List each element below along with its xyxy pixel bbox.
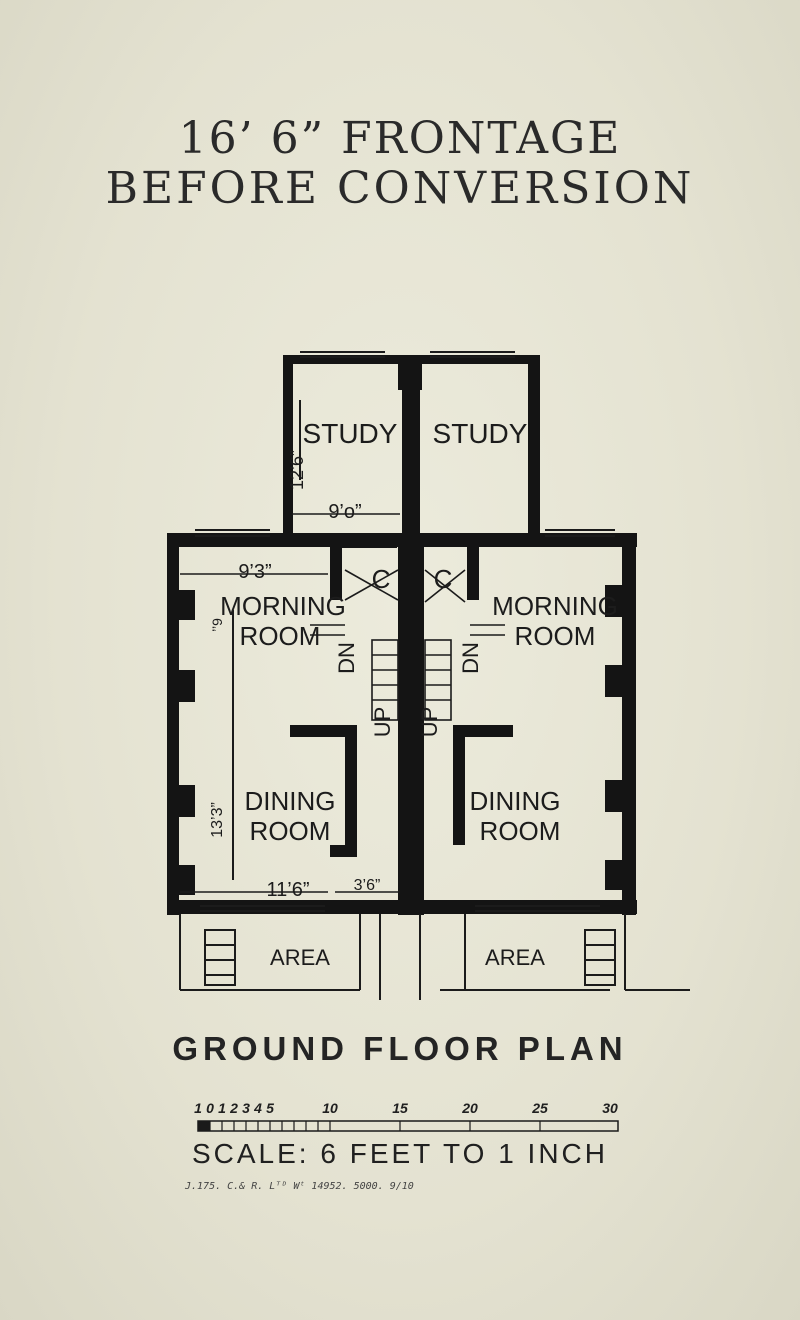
area-left: AREA xyxy=(270,945,330,970)
dim-dining-depth: 13’3” xyxy=(209,802,226,838)
scale-tick-label: 25 xyxy=(531,1100,548,1116)
area-right: AREA xyxy=(485,945,545,970)
front-area xyxy=(179,914,690,1000)
dim-study-width: 9’o” xyxy=(328,501,361,523)
room-morning-right-2: ROOM xyxy=(515,621,596,651)
scale-tick-label: 4 xyxy=(253,1100,262,1116)
scale-tick-label: 3 xyxy=(242,1100,250,1116)
room-morning-left-2: ROOM xyxy=(240,621,321,651)
scale-tick-label: 0 xyxy=(206,1100,214,1116)
scale-tick-label: 5 xyxy=(266,1100,274,1116)
heading-before-conversion: BEFORE CONVERSION xyxy=(105,163,695,214)
scale-tick-label: 2 xyxy=(229,1100,238,1116)
cupboard-right: C xyxy=(434,564,453,594)
wall-structure xyxy=(167,355,637,915)
room-morning-left-1: MORNING xyxy=(220,591,346,621)
stair-dn-right: DN xyxy=(458,642,483,674)
printer-imprint: J.175. C.& R. Lᵀᴰ Wᵗ 14952. 5000. 9/10 xyxy=(185,1181,414,1192)
scale-tick-label: 10 xyxy=(322,1100,338,1116)
heading-frontage: 16’ 6” FRONTAGE xyxy=(178,113,622,164)
stair-up-left: UP xyxy=(417,707,442,738)
dim-study-depth: 12’6” xyxy=(287,450,307,490)
window-openings xyxy=(195,351,615,912)
room-study-right: STUDY xyxy=(433,418,528,449)
scale-tick-label: 30 xyxy=(602,1100,618,1116)
room-dining-left-1: DINING xyxy=(245,786,336,816)
staircase xyxy=(310,569,505,721)
stair-dn-left: DN xyxy=(334,642,359,674)
dim-morning-width: 9’3” xyxy=(238,561,271,583)
scale-tick-label: 15 xyxy=(392,1100,408,1116)
dim-dining-width: 11’6” xyxy=(267,879,310,901)
dimension-lines xyxy=(180,513,400,893)
ground-floor-plan: STUDY STUDY MORNING ROOM MORNING ROOM DI… xyxy=(167,351,690,1000)
cupboard-left: C xyxy=(372,564,391,594)
room-morning-right-1: MORNING xyxy=(492,591,618,621)
room-dining-right-2: ROOM xyxy=(480,816,561,846)
stair-up-right: UP xyxy=(370,707,395,738)
scale-caption: SCALE: 6 FEET TO 1 INCH xyxy=(191,1138,608,1169)
scale-tick-label: 1 xyxy=(194,1100,202,1116)
room-dining-right-1: DINING xyxy=(470,786,561,816)
room-dining-left-2: ROOM xyxy=(250,816,331,846)
dim-passage-width: 3’6” xyxy=(354,877,381,894)
scale-tick-label: 1 xyxy=(218,1100,226,1116)
plan-title: GROUND FLOOR PLAN xyxy=(172,1030,628,1067)
room-study-left: STUDY xyxy=(303,418,398,449)
scale-tick-label: 20 xyxy=(461,1100,478,1116)
dim-morning-depth: ’’9 xyxy=(209,618,225,632)
